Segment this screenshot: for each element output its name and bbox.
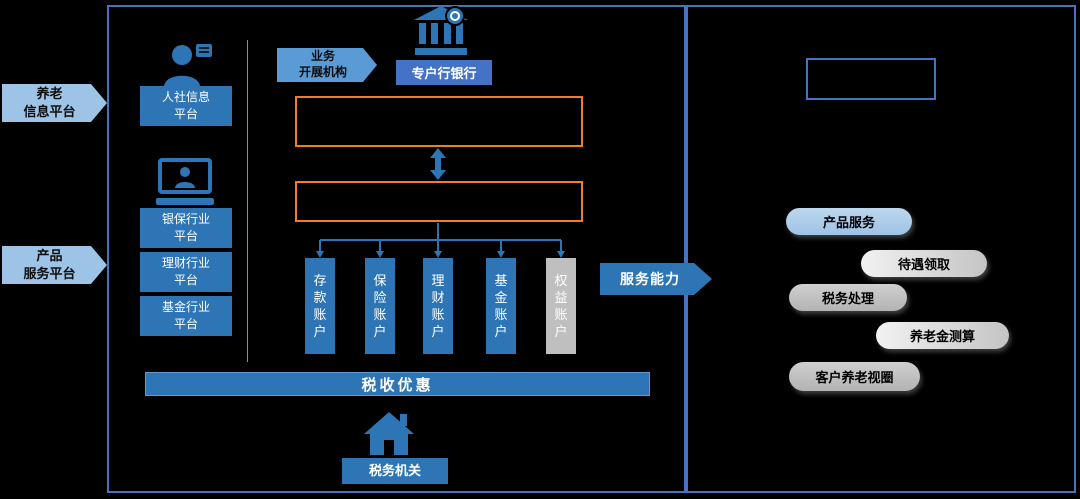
business-org-arrow: 业务 开展机构 (277, 48, 377, 82)
pill-pension-calculation-label: 养老金测算 (909, 329, 975, 344)
fund-industry-platform-label: 基金行业 平台 (161, 300, 210, 331)
fund-account-label: 基金账户 (494, 273, 508, 339)
pill-product-service: 产品服务 (786, 208, 912, 235)
wealth-account-box: 理财账户 (423, 258, 453, 354)
right-top-outlined-box (806, 58, 936, 100)
upper-orange-box (295, 96, 583, 147)
pill-tax-processing-label: 税务处理 (821, 291, 874, 306)
hr-info-platform-box: 人社信息 平台 (140, 86, 232, 126)
wealth-industry-platform-label: 理财行业 平台 (161, 256, 210, 287)
pension-info-platform-arrow: 养老 信息平台 (2, 84, 107, 122)
tax-office-box: 税务机关 (342, 458, 448, 484)
service-capability-label: 服务能力 (620, 271, 680, 287)
tax-office-label: 税务机关 (368, 462, 421, 478)
service-capability-arrow: 服务能力 (600, 263, 712, 295)
pill-benefit-collection: 待遇领取 (861, 250, 987, 277)
person-icon (158, 42, 214, 93)
double-arrow-icon (428, 148, 448, 185)
inner-divider-line (247, 40, 248, 362)
business-org-arrow-label: 业务 开展机构 (298, 49, 347, 79)
tax-benefit-bar: 税收优惠 (145, 372, 650, 396)
bancassurance-platform-box: 银保行业 平台 (140, 208, 232, 248)
pill-customer-pension-view: 客户养老视圈 (789, 362, 920, 391)
fund-account-box: 基金账户 (486, 258, 516, 354)
insurance-account-label: 保险账户 (373, 273, 387, 339)
main-panel-border (107, 5, 686, 493)
product-service-platform-label: 产品 服务平台 (23, 248, 76, 281)
dedicated-bank-label: 专户行银行 (411, 66, 477, 81)
deposit-account-box: 存款账户 (305, 258, 335, 354)
bank-icon (412, 6, 470, 63)
pension-info-platform-label: 养老 信息平台 (23, 86, 76, 119)
pill-benefit-collection-label: 待遇领取 (897, 257, 950, 272)
equity-account-label: 权益账户 (554, 273, 568, 339)
insurance-account-box: 保险账户 (365, 258, 395, 354)
tax-benefit-label: 税收优惠 (361, 376, 434, 394)
product-service-platform-arrow: 产品 服务平台 (2, 246, 107, 284)
dedicated-bank-box: 专户行银行 (396, 60, 492, 85)
pill-tax-processing: 税务处理 (789, 284, 907, 311)
house-icon (362, 410, 416, 461)
equity-account-box: 权益账户 (546, 258, 576, 354)
wealth-industry-platform-box: 理财行业 平台 (140, 252, 232, 292)
pill-product-service-label: 产品服务 (822, 215, 875, 230)
pill-customer-pension-view-label: 客户养老视圈 (815, 370, 894, 385)
pill-pension-calculation: 养老金测算 (876, 322, 1009, 349)
computer-icon (154, 158, 216, 211)
wealth-account-label: 理财账户 (431, 273, 445, 339)
bancassurance-platform-label: 银保行业 平台 (161, 212, 210, 243)
lower-orange-box (295, 181, 583, 222)
right-panel-border (686, 5, 1076, 493)
fund-industry-platform-box: 基金行业 平台 (140, 296, 232, 336)
hr-info-platform-label: 人社信息 平台 (161, 90, 210, 121)
deposit-account-label: 存款账户 (313, 273, 327, 339)
